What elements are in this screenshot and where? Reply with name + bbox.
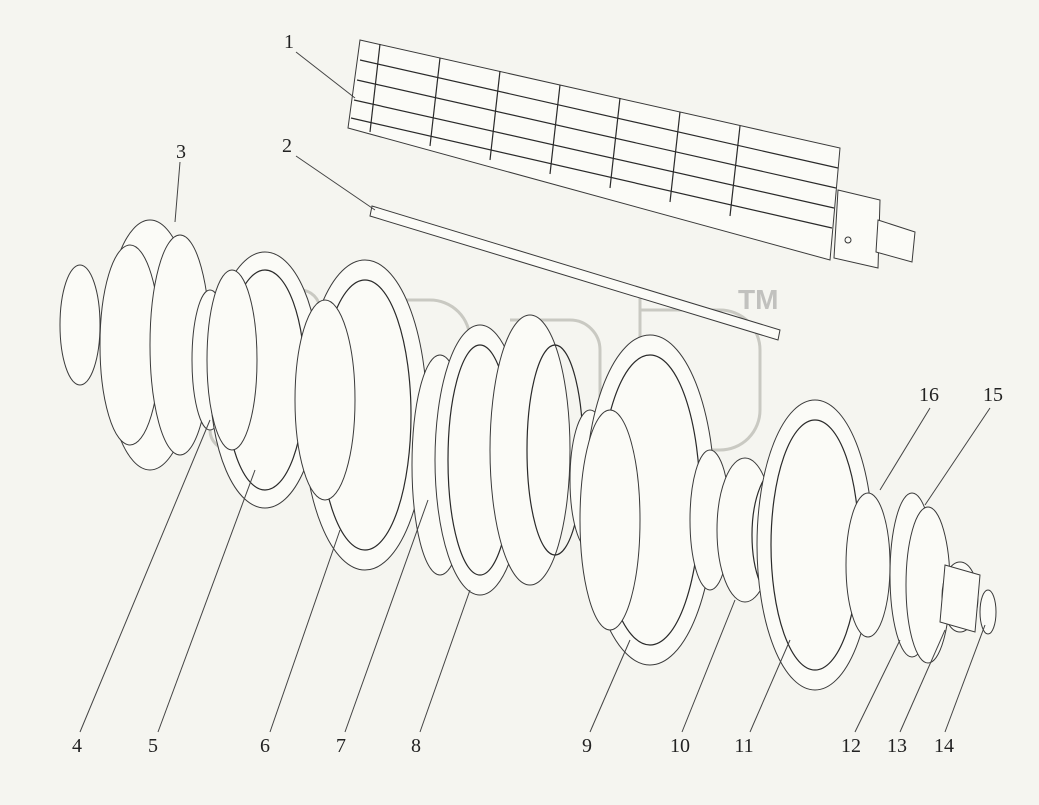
callout-16: 16 xyxy=(919,384,939,406)
callout-1: 1 xyxy=(284,31,294,53)
synchronizer-assembly xyxy=(59,219,229,471)
gear-10-11 xyxy=(689,399,874,691)
callout-12: 12 xyxy=(841,735,861,757)
gear-9 xyxy=(579,334,716,666)
callout-15: 15 xyxy=(983,384,1003,406)
callout-13: 13 xyxy=(887,735,907,757)
callout-8: 8 xyxy=(411,735,421,757)
callout-6: 6 xyxy=(260,735,270,757)
splined-shaft xyxy=(347,39,916,269)
callout-7: 7 xyxy=(336,735,346,757)
callout-2: 2 xyxy=(282,135,292,157)
gear-7-8 xyxy=(411,314,611,596)
leader-lines xyxy=(79,51,991,733)
watermark-trademark: TM xyxy=(738,284,779,315)
callout-14: 14 xyxy=(934,735,954,757)
gear-6 xyxy=(294,259,428,571)
callout-11: 11 xyxy=(734,735,754,757)
rings-and-bearing xyxy=(845,492,997,664)
callout-3: 3 xyxy=(176,141,186,163)
callout-10: 10 xyxy=(670,735,690,757)
gear-5 xyxy=(206,251,321,509)
callout-5: 5 xyxy=(148,735,158,757)
key-rod xyxy=(369,205,781,341)
callout-9: 9 xyxy=(582,735,592,757)
callout-4: 4 xyxy=(72,735,82,757)
